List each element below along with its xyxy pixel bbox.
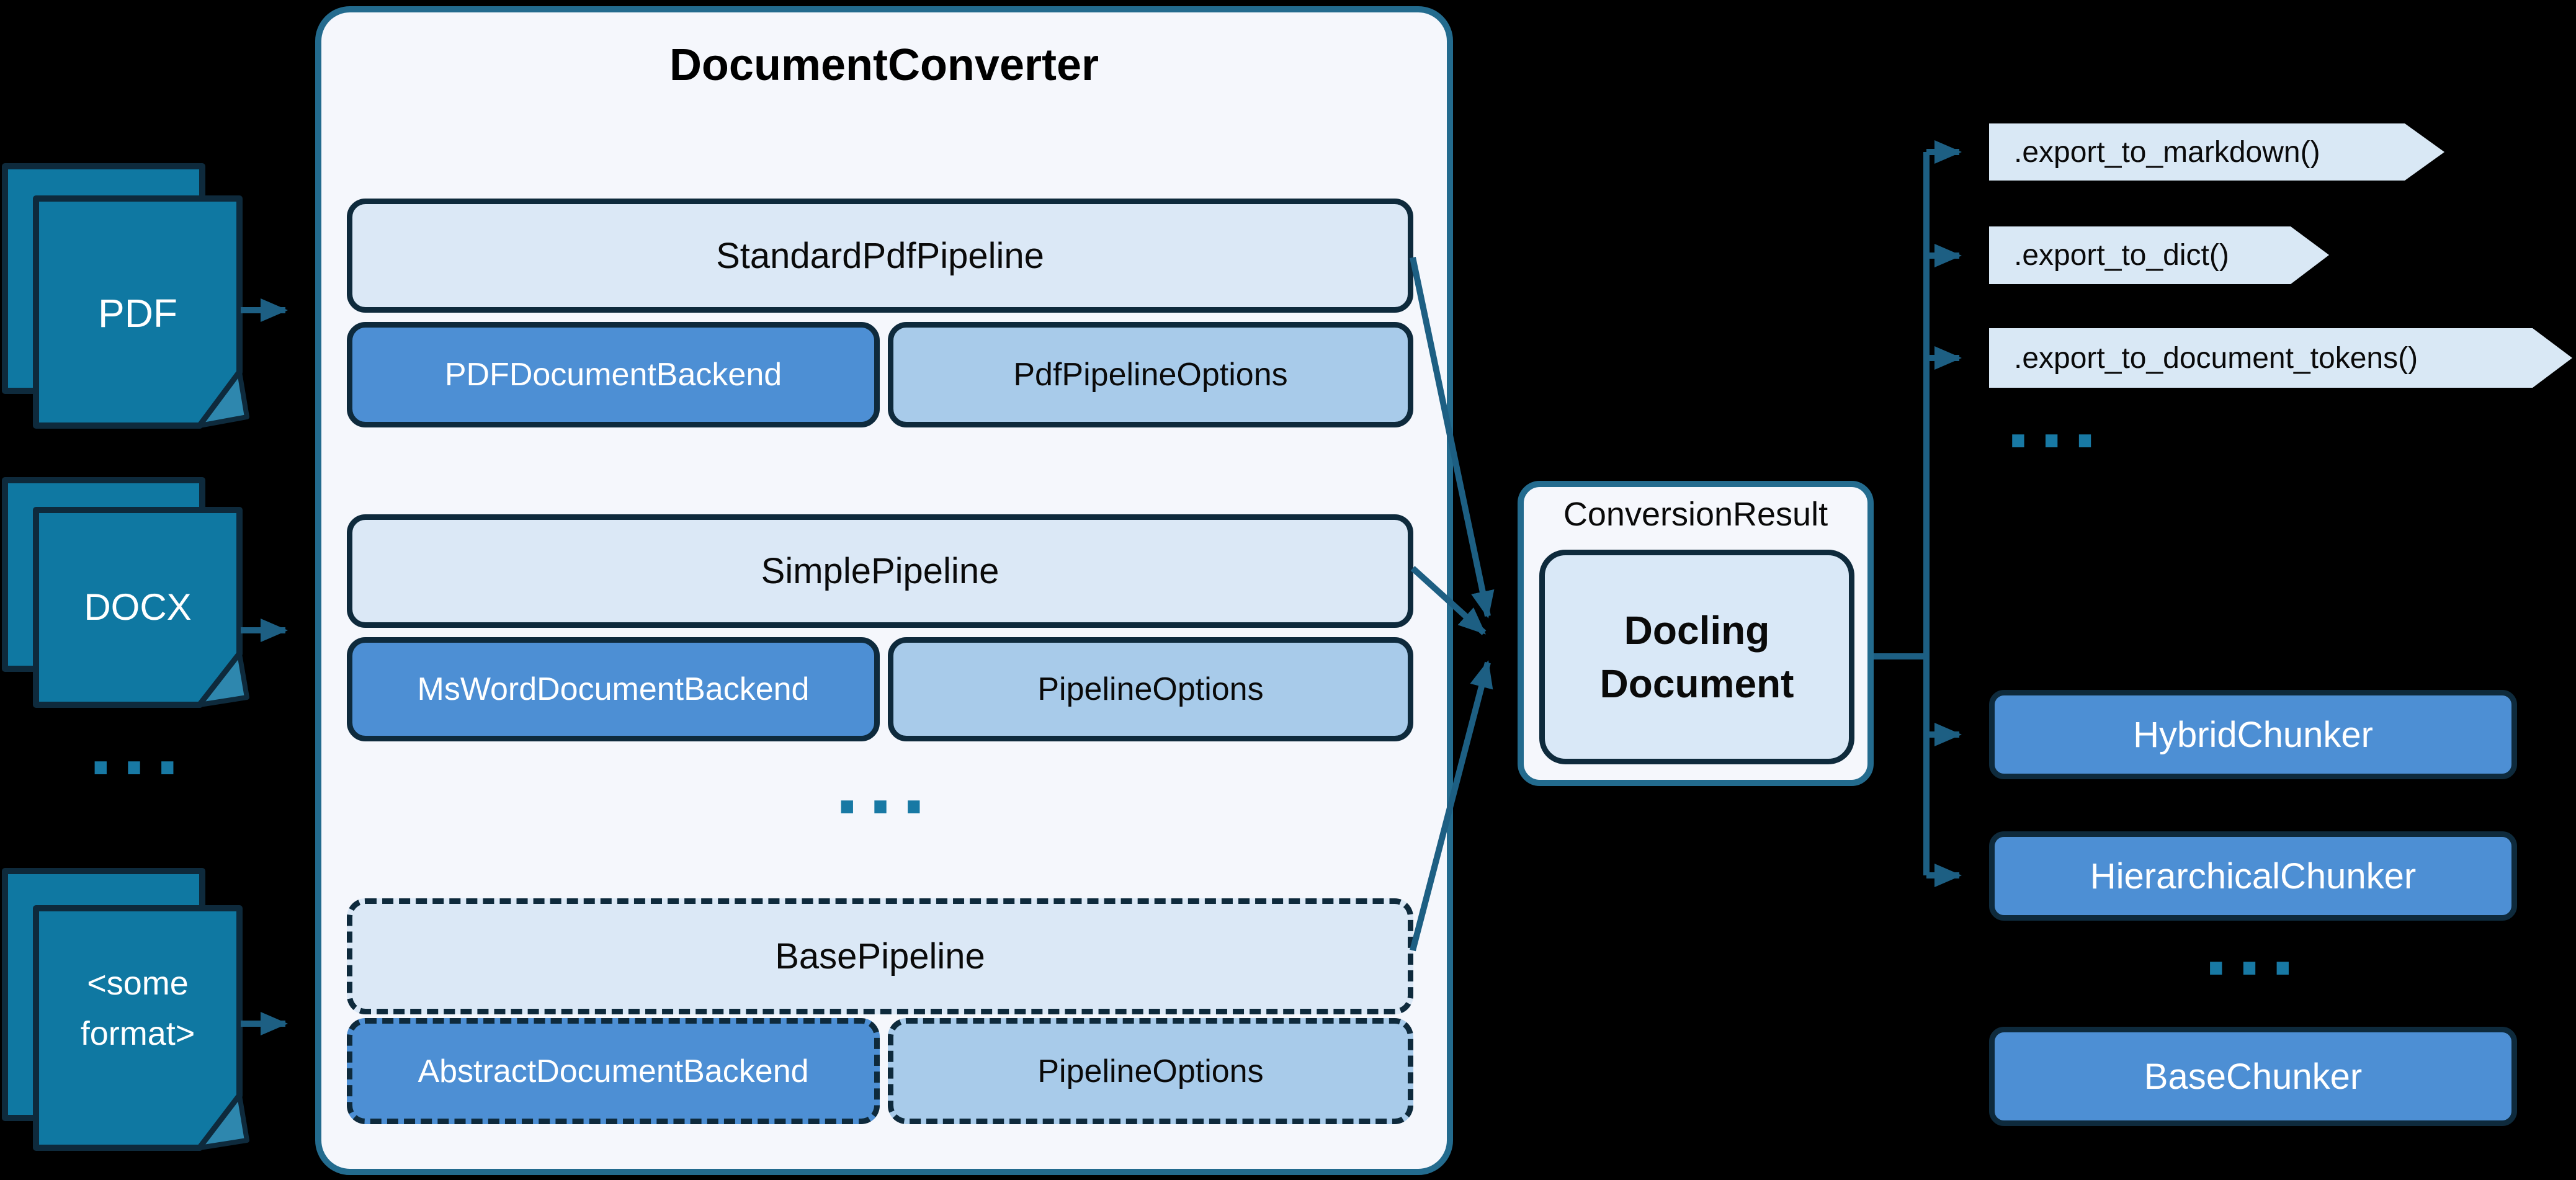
pipeline-label: BasePipeline: [775, 936, 985, 977]
pipeline-label: SimplePipeline: [761, 551, 1000, 591]
options-label: PipelineOptions: [1037, 1053, 1264, 1089]
some-format-label: <some format>: [36, 959, 239, 1059]
backend-label: PDFDocumentBackend: [444, 357, 782, 393]
docx-label: DOCX: [84, 586, 192, 628]
document-converter-title: DocumentConverter: [669, 40, 1099, 90]
converter-ellipsis: ...: [834, 750, 934, 829]
chunker-label: BaseChunker: [2144, 1056, 2363, 1097]
abstract-document-backend-box: AbstractDocumentBackend: [347, 1018, 880, 1124]
options-label: PipelineOptions: [1037, 671, 1264, 707]
some-format-line2: format>: [80, 1015, 195, 1052]
pipeline-options-box: PipelineOptions: [888, 637, 1413, 741]
chunker-label: HierarchicalChunker: [2090, 856, 2417, 896]
chunkers-ellipsis: ...: [2203, 911, 2304, 991]
some-format-line1: <some: [87, 965, 189, 1002]
export-dict-label: .export_to_dict(): [2014, 239, 2229, 272]
base-pipeline-box: BasePipeline: [347, 898, 1413, 1014]
standard-pdf-pipeline-box: StandardPdfPipeline: [347, 199, 1413, 313]
msword-document-backend-box: MsWordDocumentBackend: [347, 637, 880, 741]
hybrid-chunker-box: HybridChunker: [1989, 690, 2517, 779]
pdf-pipeline-options-box: PdfPipelineOptions: [888, 322, 1413, 427]
backend-label: MsWordDocumentBackend: [417, 671, 810, 707]
chunker-label: HybridChunker: [2133, 714, 2373, 755]
export-doctokens-label: .export_to_document_tokens(): [2014, 341, 2418, 375]
docling-document-box: Docling Document: [1539, 550, 1854, 764]
docling-line2: Document: [1599, 661, 1794, 706]
simple-pipeline-box: SimplePipeline: [347, 514, 1413, 628]
base-chunker-box: BaseChunker: [1989, 1027, 2517, 1126]
exports-ellipsis: ...: [2005, 384, 2106, 463]
backend-label: AbstractDocumentBackend: [418, 1053, 809, 1089]
conversion-result-label: ConversionResult: [1563, 496, 1828, 533]
options-label: PdfPipelineOptions: [1013, 357, 1288, 393]
inputs-ellipsis: ...: [87, 711, 188, 790]
pdf-label: PDF: [98, 291, 177, 336]
input-arrows: [241, 298, 288, 1035]
result-output-connector: [1874, 140, 1962, 887]
hierarchical-chunker-box: HierarchicalChunker: [1989, 831, 2517, 921]
export-markdown-label: .export_to_markdown(): [2014, 135, 2320, 169]
pdf-document-backend-box: PDFDocumentBackend: [347, 322, 880, 427]
pipeline-label: StandardPdfPipeline: [716, 235, 1044, 276]
docling-line1: Docling: [1624, 607, 1770, 653]
base-pipeline-options-box: PipelineOptions: [888, 1018, 1413, 1124]
